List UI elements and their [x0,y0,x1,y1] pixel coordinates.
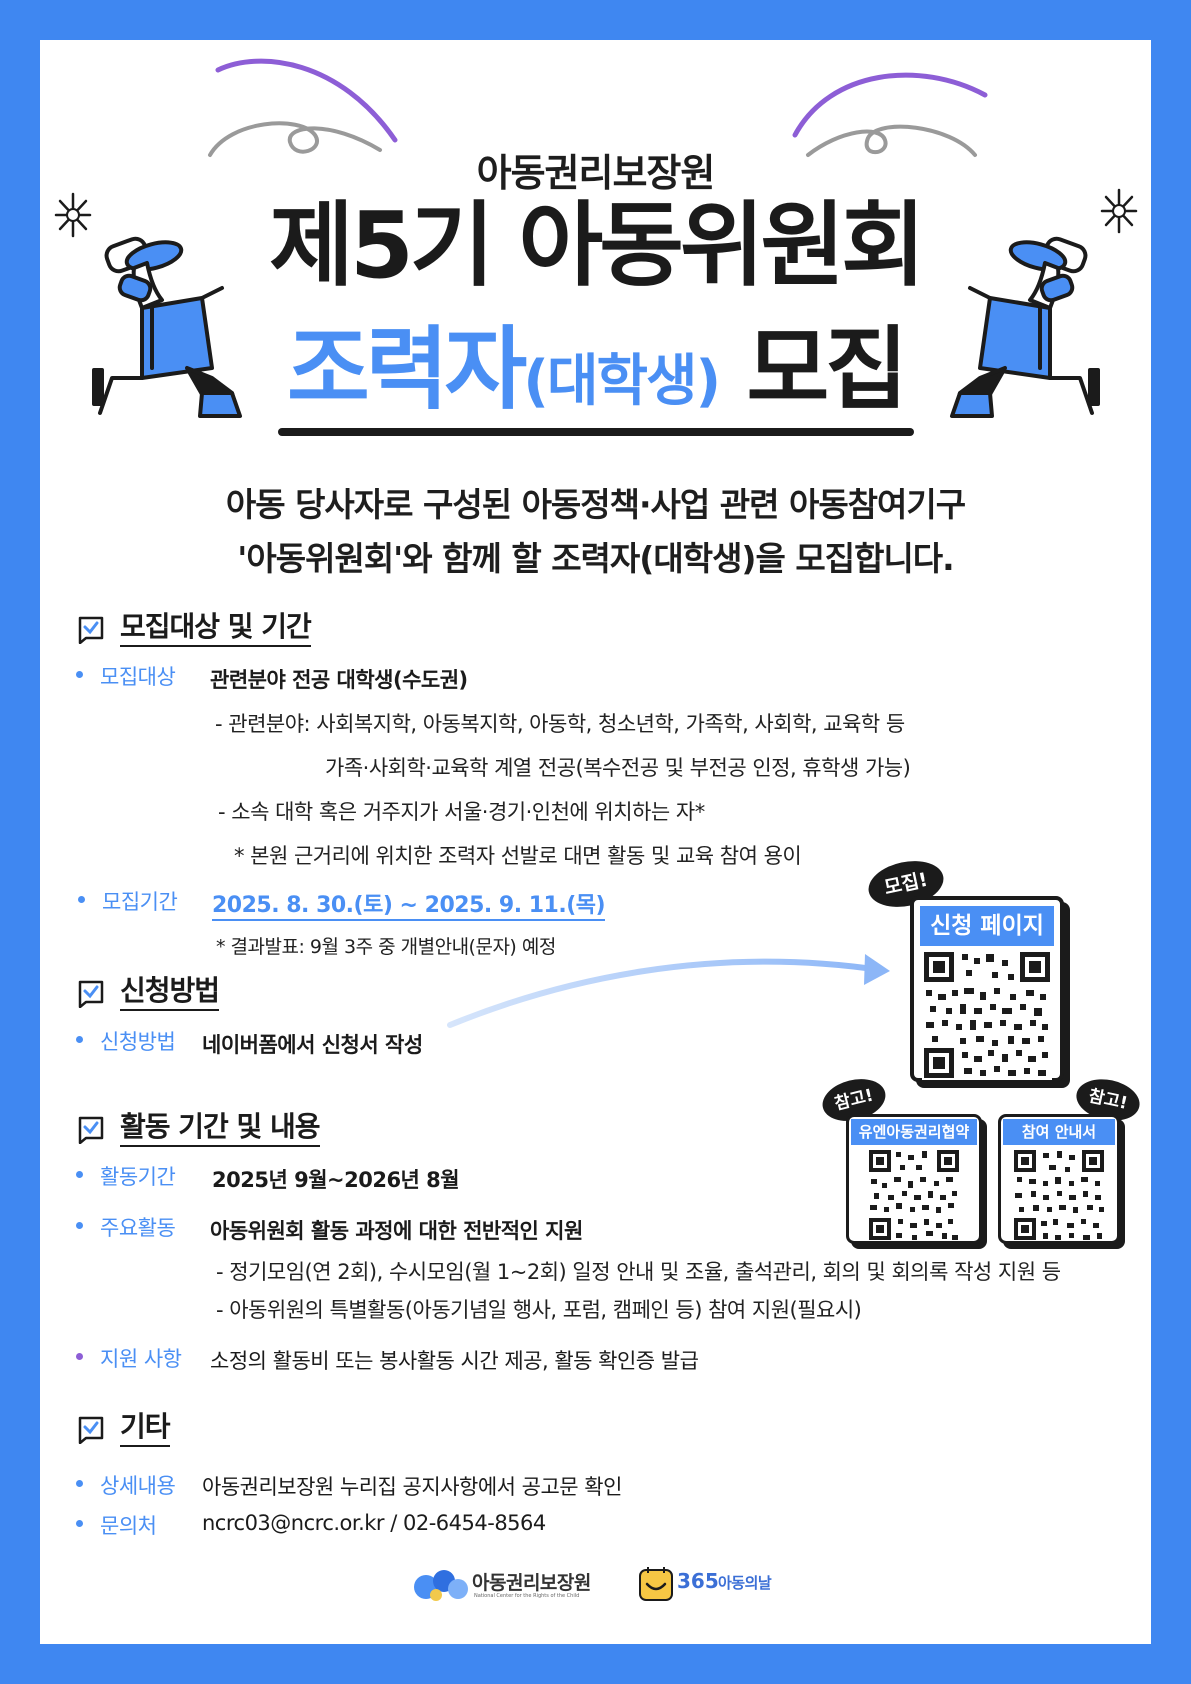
decorative-squiggles [208,58,988,157]
section-title-apply: 신청방법 [120,975,220,1011]
activity-detail-1: - 정기모임(연 2회), 수시모임(월 1~2회) 일정 안내 및 조율, 출… [216,1260,1061,1284]
label-detail: 상세내용 [100,1474,176,1498]
checkbox-icon [78,980,104,1008]
target-detail-2: 가족·사회학·교육학 계열 전공(복수전공 및 부전공 인정, 휴학생 가능) [325,756,911,780]
arrow-to-qr [447,954,890,1028]
checkbox-icon [78,616,104,644]
smile-calendar-icon [639,1567,673,1601]
qr-code-uncrc[interactable] [868,1149,960,1241]
qr-uncrc-card[interactable]: 유엔아동권리협약 [846,1114,982,1244]
value-support: 소정의 활동비 또는 봉사활동 시간 제공, 활동 확인증 발급 [210,1349,699,1373]
logo-365-text: 아동의날 [718,1574,772,1592]
bullet [76,1171,83,1178]
value-activity-period: 2025년 9월~2026년 8월 [212,1168,460,1192]
label-activity-period: 활동기간 [100,1165,176,1189]
qr-apply-title: 신청 페이지 [920,906,1054,946]
qr-apply-card[interactable]: 신청 페이지 [910,896,1064,1082]
value-apply: 네이버폼에서 신청서 작성 [202,1033,423,1057]
pirate-with-telescope-left [92,236,242,418]
checkbox-icon [78,1416,104,1444]
ncrc-logo-name: 아동권리보장원 [472,1572,591,1594]
pirate-with-telescope-right [950,236,1100,418]
checkbox-icon [78,1116,104,1144]
main-title: 제5기 아동위원회 [269,192,926,299]
bullet [78,896,85,903]
result-note: * 결과발표: 9월 3주 중 개별안내(문자) 예정 [216,936,556,958]
target-detail-4: * 본원 근거리에 위치한 조력자 선발로 대면 활동 및 교육 참여 용이 [234,844,802,868]
qr-code-apply[interactable] [922,950,1052,1080]
target-detail-1: - 관련분야: 사회복지학, 아동복지학, 아동학, 청소년학, 가족학, 사회… [215,712,905,736]
value-detail: 아동권리보장원 누리집 공지사항에서 공고문 확인 [202,1475,622,1499]
title-underline [278,428,914,436]
bullet [76,1353,83,1360]
poster-sheet [40,40,1151,1644]
organization-name: 아동권리보장원 [476,151,716,195]
qr-guide-title: 참여 안내서 [1003,1119,1115,1145]
title-recruit: 모집 [746,317,908,422]
bullet [76,1036,83,1043]
label-apply: 신청방법 [100,1030,176,1054]
value-target: 관련분야 전공 대학생(수도권) [210,668,468,692]
label-main-activity: 주요활동 [100,1216,176,1240]
intro-line-2: '아동위원회'와 함께 할 조력자(대학생)을 모집합니다. [237,539,954,578]
sparkle-left-icon [54,192,92,238]
title-university-student: (대학생) [523,349,721,414]
sub-title: 조력자(대학생) 모집 [0,325,1191,415]
intro-line-1: 아동 당사자로 구성된 아동정책·사업 관련 아동참여기구 [225,485,966,524]
label-support: 지원 사항 [100,1347,182,1371]
ncrc-logo-subtitle: National Center for the Rights of the Ch… [474,1593,580,1599]
sparkle-right-icon [1100,188,1138,234]
value-main-activity: 아동위원회 활동 과정에 대한 전반적인 지원 [210,1219,583,1243]
qr-code-guide[interactable] [1013,1149,1105,1241]
section-title-target: 모집대상 및 기간 [120,611,312,647]
bullet [76,1480,83,1487]
value-contact: ncrc03@ncrc.or.kr / 02-6454-8564 [202,1511,546,1535]
label-period: 모집기간 [102,890,178,914]
logo-365-number: 365 [677,1569,719,1593]
section-title-activity: 활동 기간 및 내용 [120,1111,321,1147]
recruit-period-link[interactable]: 2025. 8. 30.(토) ~ 2025. 9. 11.(목) [212,887,606,921]
qr-guide-card[interactable]: 참여 안내서 [998,1114,1120,1244]
target-detail-3: - 소속 대학 혹은 거주지가 서울·경기·인천에 위치하는 자* [218,800,705,824]
label-contact: 문의처 [100,1514,157,1538]
title-helper: 조력자 [286,317,527,422]
section-title-etc: 기타 [120,1411,171,1447]
bullet [76,1520,83,1527]
activity-detail-2: - 아동위원의 특별활동(아동기념일 행사, 포럼, 캠페인 등) 참여 지원(… [216,1298,862,1322]
qr-uncrc-title: 유엔아동권리협약 [851,1119,977,1145]
label-target: 모집대상 [100,665,176,689]
ncrc-logo-icon [414,1570,468,1601]
bullet [76,671,83,678]
bullet [76,1222,83,1229]
